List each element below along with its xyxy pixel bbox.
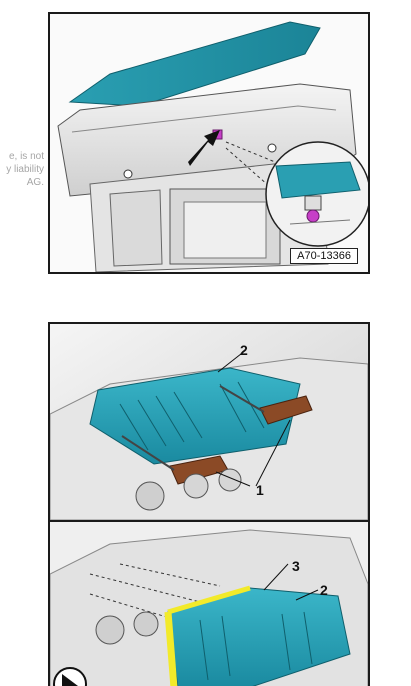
vent-illustration [50,324,368,686]
callout-2-bottom: 2 [320,582,328,598]
callout-3: 3 [292,558,300,574]
side-note-line-2: y liability [6,164,44,175]
side-note-line-1: e, is not [8,151,44,162]
figure-dashboard-removal: A70-13366 [48,12,370,274]
side-note-line-3: AG. [26,177,44,188]
callout-2-top: 2 [240,342,248,358]
side-disclaimer-fragment: e, is not y liability AG. [0,150,44,189]
figure-code-label: A70-13366 [290,248,358,264]
callout-1: 1 [256,482,264,498]
dashboard-illustration [50,14,368,272]
figure-vent-removal: 2 1 3 2 [48,322,370,686]
